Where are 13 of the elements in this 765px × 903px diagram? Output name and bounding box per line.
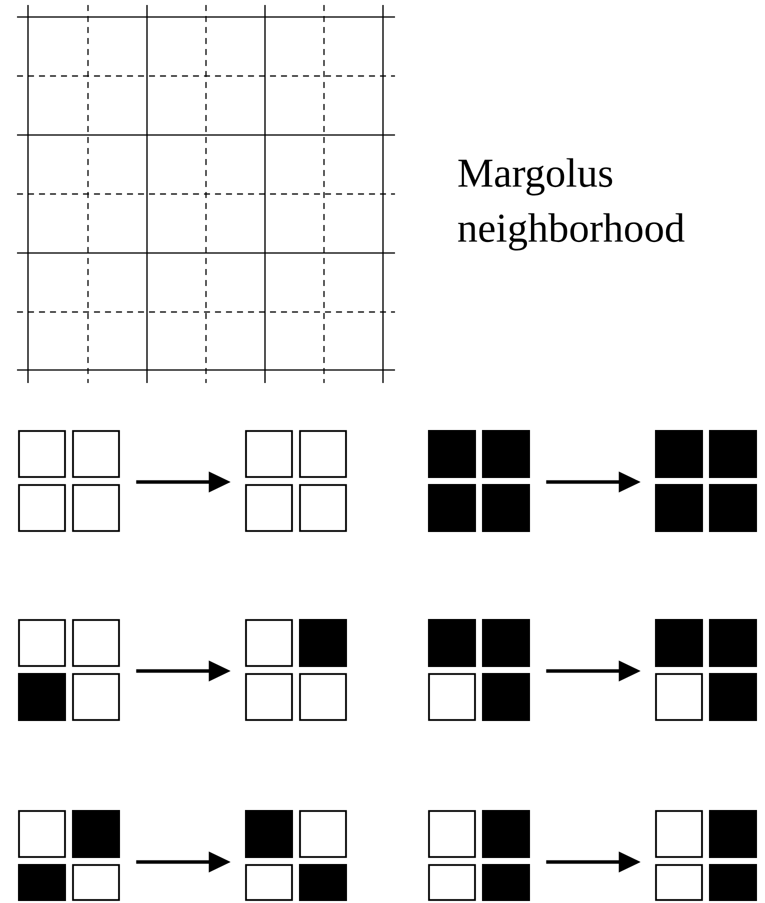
cell-block bbox=[18, 810, 120, 901]
cell-block bbox=[428, 430, 530, 532]
caption-text: Margolus neighborhood bbox=[458, 158, 684, 250]
cell-block bbox=[428, 619, 530, 721]
cell-block bbox=[18, 430, 120, 532]
cell-block bbox=[428, 810, 530, 901]
cell-block bbox=[245, 430, 347, 532]
cell-block bbox=[655, 810, 757, 901]
cell-block bbox=[18, 619, 120, 721]
cell-block bbox=[655, 430, 757, 532]
cell-block bbox=[245, 810, 347, 901]
cell-block bbox=[655, 619, 757, 721]
cell-block bbox=[245, 619, 347, 721]
